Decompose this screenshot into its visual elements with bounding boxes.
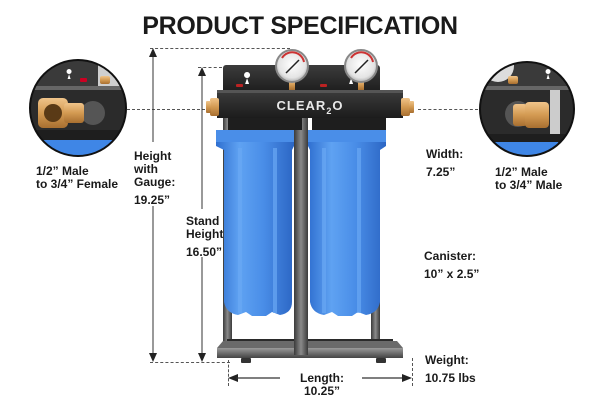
inlet-fitting-label: 1/2” Male to 3/4” Female <box>36 164 119 191</box>
bottom-reference-line <box>150 362 230 363</box>
inlet-reference-line <box>112 109 215 110</box>
stand-height-value: 16.50” <box>186 245 223 259</box>
outlet-brass-fitting <box>401 98 414 116</box>
outlet-detail-circle <box>479 61 575 157</box>
top-stand-reference-line <box>198 67 243 68</box>
brand-logo: CLEAR2O <box>277 98 344 116</box>
length-right-reference-line <box>412 358 413 386</box>
frame-center-post <box>294 100 308 358</box>
canister-value: 10” x 2.5” <box>424 267 480 281</box>
length-arrow <box>228 374 412 382</box>
inlet-detail-circle <box>29 59 127 157</box>
stand-height-arrow <box>198 67 206 362</box>
mounting-head-bar <box>217 90 403 118</box>
frame-base <box>217 335 403 363</box>
right-pressure-gauge <box>344 49 378 90</box>
left-pressure-gauge <box>275 49 309 90</box>
outlet-fitting-label: 1/2” Male to 3/4” Male <box>495 165 563 192</box>
width-label: Width: 7.25” <box>426 147 464 179</box>
stand-height-label: Stand Height: 16.50” <box>186 214 228 259</box>
height-with-gauge-arrow <box>149 48 157 362</box>
outlet-reference-line <box>418 109 478 110</box>
weight-label: Weight: 10.75 lbs <box>425 353 476 385</box>
left-filter-canister <box>216 130 294 316</box>
width-value: 7.25” <box>426 165 456 179</box>
page-title: PRODUCT SPECIFICATION <box>142 12 458 40</box>
height-with-gauge-label: Height with Gauge: 19.25” <box>134 149 176 207</box>
water-filter-system-illustration: CLEAR2O <box>206 49 414 363</box>
right-filter-canister <box>308 130 386 316</box>
length-label: Length: 10.25” <box>300 371 344 398</box>
canister-label: Canister: 10” x 2.5” <box>424 249 480 281</box>
inlet-brass-fitting <box>206 98 219 116</box>
height-with-gauge-value: 19.25” <box>134 193 171 207</box>
top-gauge-reference-line <box>150 48 290 49</box>
weight-value: 10.75 lbs <box>425 371 476 385</box>
length-left-reference-line <box>228 360 229 386</box>
